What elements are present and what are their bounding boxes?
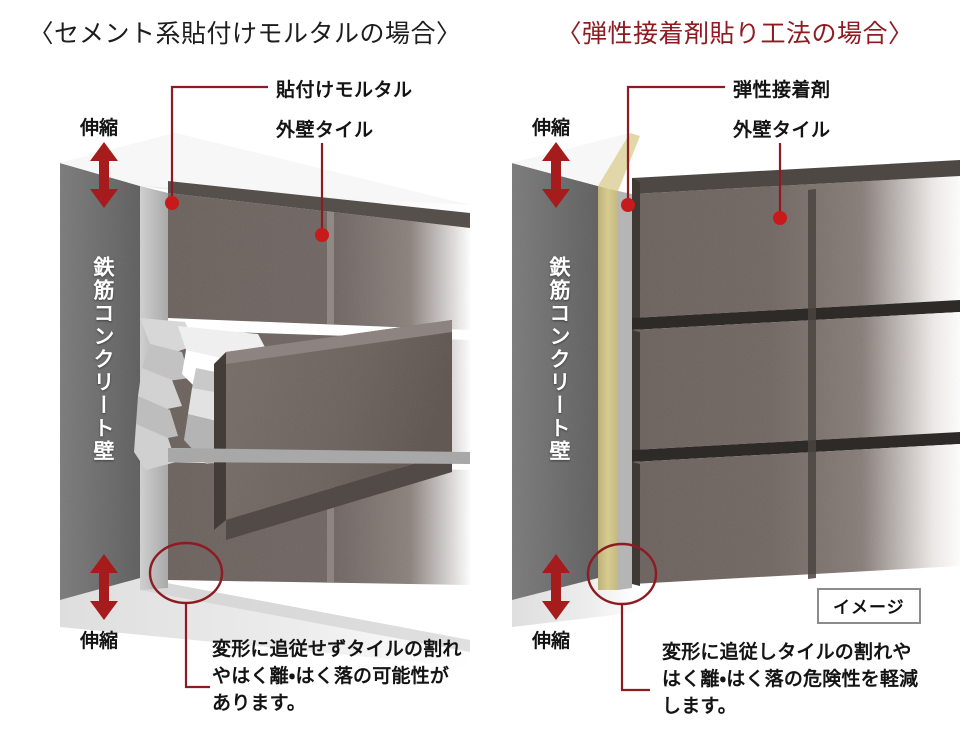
panel-cement-mortar-method: 〈セメント系貼付けモルタルの場合〉	[28, 21, 470, 714]
panel-elastic-adhesive-method: 〈弾性接着剤貼り工法の場合〉	[490, 0, 980, 733]
right-description: 変形に追従しタイルの割れやはく離・はく落の危険性を軽減します。	[662, 642, 919, 717]
right-stretch-label-top: 伸縮	[532, 118, 571, 139]
right-stretch-label-bottom: 伸縮	[532, 631, 571, 652]
left-callout-exterior-wall-tile: 外壁タイル	[276, 120, 374, 141]
right-expansion-arrow-bottom	[542, 554, 570, 620]
left-concrete-wall-label: 鉄筋コンクリート壁	[91, 256, 114, 463]
left-callout-bonding-mortar: 貼付けモルタル	[276, 80, 413, 101]
left-expansion-arrow-bottom	[90, 554, 118, 620]
right-callout-elastic-adhesive: 弾性接着剤	[733, 80, 831, 101]
cement-mortar-wall-illustration	[60, 133, 470, 667]
panel-right-title: 〈弾性接着剤貼り工法の場合〉	[556, 21, 914, 48]
left-expansion-arrow-top	[90, 142, 118, 208]
right-expansion-arrow-top	[542, 142, 570, 208]
elastic-adhesive-wall-illustration	[512, 133, 960, 627]
left-stretch-label-bottom: 伸縮	[80, 631, 119, 652]
left-stretch-label-top: 伸縮	[80, 118, 119, 139]
image-disclaimer-badge: イメージ	[817, 588, 921, 624]
panel-left-title: 〈セメント系貼付けモルタルの場合〉	[28, 21, 462, 48]
right-concrete-wall-label: 鉄筋コンクリート壁	[547, 256, 570, 463]
right-callout-exterior-wall-tile: 外壁タイル	[733, 120, 831, 141]
left-description: 変形に追従せずタイルの割れやはく離・はく落の可能性があります。	[212, 639, 462, 714]
